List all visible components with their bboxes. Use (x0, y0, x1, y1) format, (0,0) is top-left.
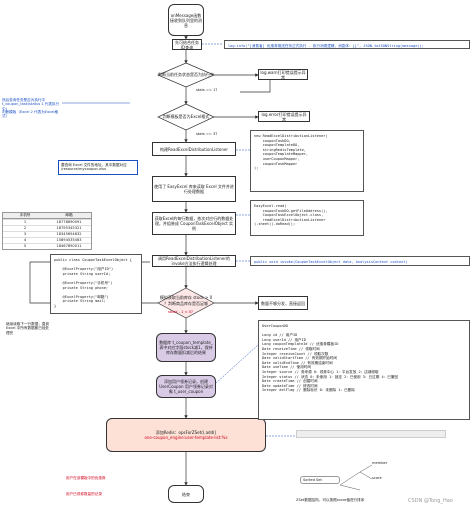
stock-diamond (157, 287, 215, 319)
file-note: 要查询 Excel 文件的地址，其中数据对应 /resource/mycoupo… (58, 160, 138, 175)
table-cell: 18345654632 (56, 232, 82, 236)
read-listener-box: 构建ReadExcelDistributionListener (152, 142, 236, 156)
table-row: 2 18795345321 (3, 225, 91, 231)
status-diamond-text: 判断当前任务状态是否为执行中 (158, 72, 214, 77)
red-note-b: 用户已领券数量的记录 (66, 492, 102, 496)
status-diamond (157, 62, 215, 88)
task-note: 然后查询任务是否为执行中 t_coupon_task(status 1 代表执行… (2, 98, 60, 111)
table-row: 4 15894535463 (3, 237, 91, 243)
red-note-a: 用户在该模板中的优惠券 (66, 476, 106, 480)
invoke-loop-text: 获取Excel的每行数据，依次对应行的数据处理，并组装成 CouponTaskE… (154, 216, 234, 231)
table-body: 1 18778890091 2 18795345321 3 18345654632 4 158… (3, 219, 91, 249)
decrement-text: 数据库 t_coupon_template_表中对应字段stock减1，保持库存… (159, 340, 213, 355)
warn-log-box: log.warn打印错误提示异常 (258, 69, 308, 80)
invoke-method-box: 调用ReadExcelDistributionListener的invoke方法… (152, 255, 236, 267)
excel-object-code: public class CouponTaskExcelObject { @Ex… (50, 254, 142, 314)
retry-note: 继续读取下一行数据，直到 Excel 中所有数据都已经处理完 (6, 322, 50, 335)
read-listener-text: 构建ReadExcelDistributionListener (159, 146, 229, 152)
invoke-method-text: 调用ReadExcelDistributionListener的invoke方法… (157, 256, 231, 266)
excel-table: 手机号 邮箱 1 18778890091 2 18795345321 3 18345654… (2, 212, 92, 250)
parse-excel-text: 使用了 EasyExcel 库来读取 Excel 文件并进行处理数据 (154, 184, 234, 194)
warn-log-text: log.warn打印错误提示异常 (260, 69, 306, 80)
table-cell: 18778890091 (56, 220, 82, 224)
fetch-task-text: 先可结合任务ID查询 (175, 39, 199, 50)
user-coupon-code: UserCouponDO Long id // 用户ID Long userId… (258, 320, 470, 420)
table-cell: 5 (23, 244, 27, 248)
column-phone: 手机号 (19, 213, 31, 217)
excel-condition: stats == 3? (196, 132, 218, 136)
flow-end: 结束 (168, 485, 204, 503)
insert-user-box: 添加用户领券记录，创建 UserCoupon 用户领券记录对象 t_user_c… (156, 375, 216, 398)
invoke-signature-code: public void invoke(CouponTaskExcelObject… (250, 256, 470, 266)
column-mail: 邮箱 (65, 213, 73, 217)
excel-diamond (157, 103, 215, 131)
zset-score: score (372, 476, 382, 480)
table-header: 手机号 邮箱 (3, 213, 91, 219)
redis-add-text: 添加Redis：opsForZSet().add() (155, 430, 217, 435)
error-log-text: log.error打印错误提示异常 (261, 111, 307, 122)
flow-end-text: 结束 (182, 491, 190, 497)
invoke-loop-box: 获取Excel的每行数据，依次对应行的数据处理，并组装成 CouponTaskE… (152, 212, 236, 235)
table-cell: 2 (23, 226, 27, 230)
table-cell: 18795345321 (56, 226, 82, 230)
flow-start-text: onMessage函数接收到队列里的消息 (170, 12, 202, 28)
log-info-code: log.info("[消费者] 优惠券推送任务正式执行 - 执行消费逻辑，消息体… (224, 40, 470, 49)
fetch-task-box: 先可结合任务ID查询 (172, 39, 202, 50)
table-cell: 1 (23, 220, 27, 224)
status-diamond-label: 判断当前任务状态是否为执行中 (158, 66, 214, 84)
excel-note: 判断模板（Excel 2 代表为Excel格式） (2, 110, 58, 119)
table-cell: 4 (23, 238, 27, 242)
excel-diamond-text: 判断模板是否为Excel格式 (162, 114, 210, 119)
parse-excel-box: 使用了 EasyExcel 库来读取 Excel 文件并进行处理数据 (152, 176, 236, 202)
table-row: 5 18467890011 (3, 243, 91, 249)
stock-fail-text: 数量不够分发，直接返回 (261, 300, 305, 306)
easy-excel-code: EasyExcel.read( couponTaskDO.getFileAddr… (250, 200, 364, 236)
flow-start: onMessage函数接收到队列里的消息 (168, 4, 204, 36)
decrement-box: 数据库 t_coupon_template_表中对应字段stock减1，保持库存… (156, 333, 216, 362)
watermark: CSDN @Tong_Hao (408, 498, 453, 504)
redis-key-text: one-coupon_engine:user-template-list:%s (144, 435, 228, 440)
stock-fail-box: 数量不够分发，直接返回 (258, 296, 308, 310)
stock-diamond-label: 模拟获取当前库存 stock > 0 ？判断商品库存是否足够 (158, 293, 214, 309)
zset-bar (296, 430, 446, 438)
listener-code: new ReadExcelDistributionListener( coupo… (250, 130, 364, 192)
insert-user-text: 添加用户领券记录，创建 UserCoupon 用户领券记录对象 t_user_c… (159, 379, 213, 394)
table-row: 1 18778890091 (3, 219, 91, 225)
stock-diamond-text: 模拟获取当前库存 stock > 0 ？判断商品库存是否足够 (159, 295, 213, 306)
table-row: 3 18345654632 (3, 231, 91, 237)
table-cell: 15894535463 (56, 238, 82, 242)
sorted-set-label: Sorted Set (300, 476, 340, 485)
excel-diamond-label: 判断模板是否为Excel格式 (158, 108, 214, 126)
table-cell: 3 (23, 232, 27, 236)
stock-condition: stock - 1 < 0? (168, 310, 193, 314)
table-cell: 18467890011 (56, 244, 82, 248)
status-condition: stats == 1? (196, 88, 218, 92)
zset-member: member (372, 461, 388, 465)
zset-caption: ZSet数据结构，可以按照score值进行排序 (296, 498, 365, 502)
error-log-box: log.error打印错误提示异常 (258, 111, 310, 122)
redis-box: 添加Redis：opsForZSet().add() one-coupon_en… (106, 418, 266, 452)
